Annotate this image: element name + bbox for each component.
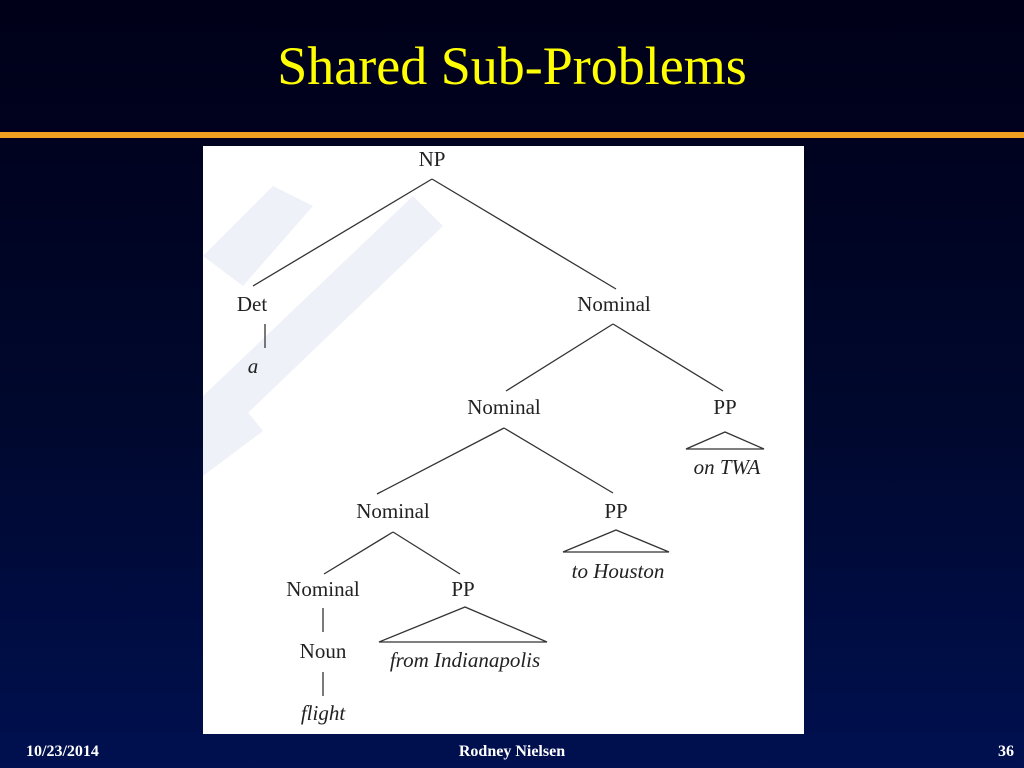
edge-np-det [252, 178, 433, 287]
triangle-from-indianapolis [378, 606, 548, 643]
edge-nominal-pp-3 [392, 531, 461, 575]
word-a: a [248, 354, 259, 378]
footer-author: Rodney Nielsen [458, 743, 566, 760]
title-divider [0, 132, 1024, 138]
edge-nominal-nominal [505, 323, 614, 392]
node-pp-level3: PP [604, 499, 627, 523]
watermark [203, 186, 443, 476]
slide-title: Shared Sub-Problems [277, 36, 747, 96]
triangle-on-twa [685, 431, 765, 450]
page-number: 36 [998, 743, 1014, 760]
edge-np-nominal [431, 178, 617, 290]
node-nominal-top: Nominal [577, 292, 651, 316]
edge-nominal-nominal-3 [323, 531, 394, 575]
parse-tree-diagram: NP Det Nominal Nominal PP Nominal PP Nom… [203, 146, 804, 734]
watermark-shape [203, 196, 443, 456]
node-np: NP [419, 147, 446, 171]
parse-tree-svg: NP Det Nominal Nominal PP Nominal PP Nom… [203, 147, 765, 725]
node-noun: Noun [300, 639, 347, 663]
edge-nominal-pp [612, 323, 724, 392]
words-from-indianapolis: from Indianapolis [390, 648, 540, 672]
watermark-shape [203, 406, 263, 476]
node-nominal-level4: Nominal [286, 577, 360, 601]
node-det: Det [237, 292, 267, 316]
edge-nominal-nominal-2 [376, 427, 505, 495]
footer-date: 10/23/2014 [26, 743, 99, 760]
node-pp-level2: PP [713, 395, 736, 419]
triangle-to-houston [562, 529, 670, 553]
watermark-shape [203, 186, 313, 286]
tree-edges [252, 178, 724, 696]
word-flight: flight [301, 701, 347, 725]
edge-nominal-pp-2 [503, 427, 614, 494]
node-nominal-level3: Nominal [356, 499, 430, 523]
node-pp-level4: PP [451, 577, 474, 601]
node-nominal-level2: Nominal [467, 395, 541, 419]
phrase-triangles [378, 431, 765, 643]
words-to-houston: to Houston [572, 559, 665, 583]
words-on-twa: on TWA [694, 455, 761, 479]
